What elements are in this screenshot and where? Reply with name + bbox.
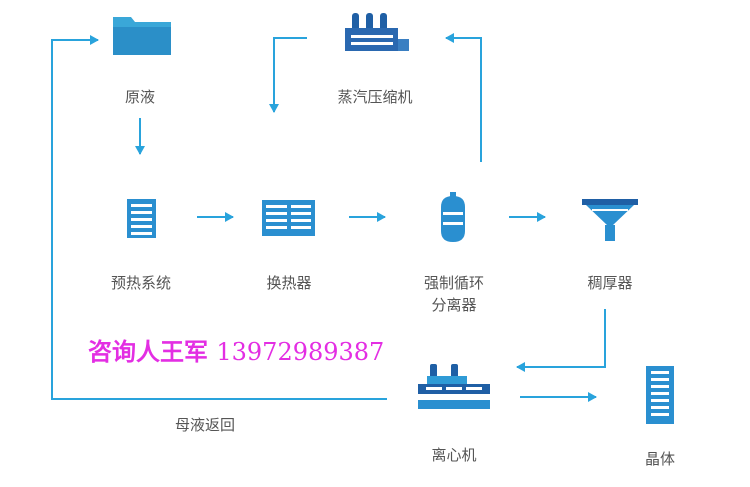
arrow-separator-to-compressor bbox=[445, 33, 482, 162]
centrifuge-icon bbox=[418, 364, 490, 409]
node-label-heat-exchanger: 换热器 bbox=[266, 274, 312, 292]
rack-icon bbox=[646, 366, 674, 424]
contact-phone: 13972989387 bbox=[216, 338, 385, 366]
folder-icon bbox=[113, 17, 171, 55]
contact-info: 咨询人王军 13972989387 bbox=[88, 332, 384, 367]
contact-name: 咨询人王军 bbox=[88, 337, 208, 366]
arrow-thickener-to-centrifuge bbox=[516, 309, 606, 372]
node-label-raw-liquid: 原液 bbox=[124, 88, 155, 106]
node-label-steam-compressor: 蒸汽压缩机 bbox=[337, 88, 413, 106]
arrow-compressor-to-exchanger bbox=[269, 37, 307, 113]
node-label-separator-line2: 分离器 bbox=[431, 296, 477, 314]
edge-label-mother-liquor-return: 母液返回 bbox=[174, 416, 235, 434]
node-label-crystal: 晶体 bbox=[644, 450, 675, 468]
compressor-icon bbox=[345, 13, 409, 51]
node-label-thickener: 稠厚器 bbox=[587, 274, 633, 292]
arrow-mother-liquor-return bbox=[51, 35, 387, 400]
node-label-preheat-system: 预热系统 bbox=[110, 274, 171, 292]
funnel-icon bbox=[582, 199, 638, 241]
server-icon bbox=[127, 199, 156, 238]
panel-icon bbox=[262, 200, 315, 236]
tank-icon bbox=[441, 192, 465, 242]
node-label-centrifuge: 离心机 bbox=[431, 446, 477, 464]
node-label-separator-line1: 强制循环 bbox=[423, 274, 484, 292]
